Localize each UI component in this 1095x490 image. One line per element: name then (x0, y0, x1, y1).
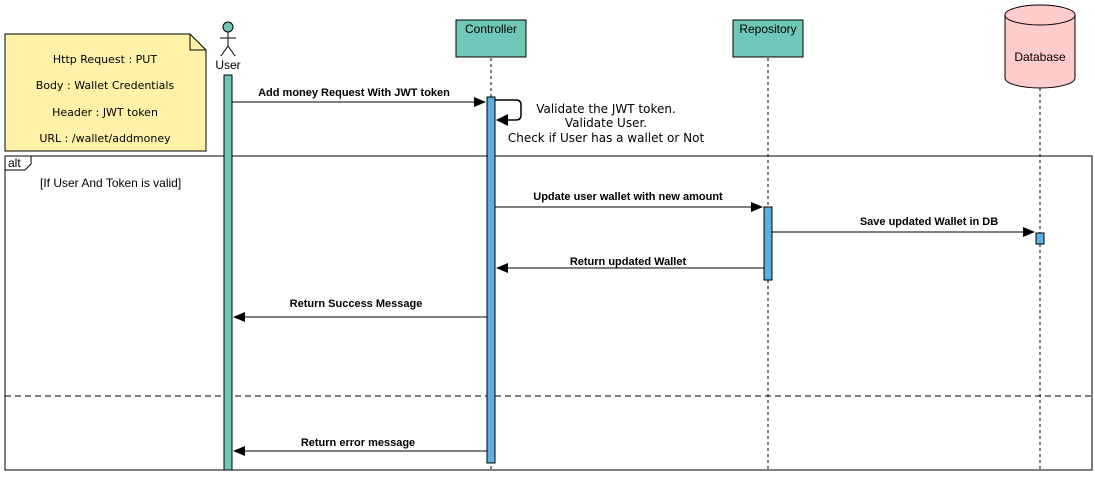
message-label: Update user wallet with new amount (533, 191, 723, 203)
alt-frame-guard: [If User And Token is valid] (40, 176, 181, 190)
repository-activation (763, 206, 773, 281)
user-activation (223, 74, 233, 471)
controller-label: Controller (465, 22, 517, 36)
actor-icon (222, 21, 234, 33)
message-return-error: Return error message (233, 437, 487, 456)
message-label: Return updated Wallet (570, 256, 687, 268)
controller-header: Controller (455, 19, 527, 58)
database-label: Database (1014, 50, 1066, 64)
note-fold (189, 34, 206, 51)
database-icon (1004, 15, 1076, 89)
alt-frame-tag-box (4, 155, 32, 171)
message-return-success: Return Success Message (233, 298, 487, 322)
self-message-line-1: Validate the JWT token. (536, 102, 676, 116)
message-update-wallet: Update user wallet with new amount (495, 191, 763, 212)
message-label: Add money Request With JWT token (258, 87, 450, 99)
repository-label: Repository (739, 22, 796, 36)
message-return-wallet: Return updated Wallet (496, 256, 764, 273)
self-message-line-2: Validate User. (565, 116, 647, 130)
database-activation (1035, 232, 1045, 245)
message-save-wallet: Save updated Wallet in DB (772, 216, 1035, 237)
message-self-validate: Validate the JWT token. Validate User. C… (495, 99, 705, 145)
note-url: URL : /wallet/addmoney (39, 132, 171, 145)
user-label: User (215, 58, 240, 72)
user-actor: User (215, 21, 241, 72)
controller-activation (486, 96, 496, 464)
note-body: Body : Wallet Credentials (36, 79, 175, 92)
message-label: Return error message (301, 437, 415, 449)
message-add-money-request: Add money Request With JWT token (232, 87, 486, 107)
request-note: Http Request : PUT Body : Wallet Credent… (4, 33, 207, 152)
note-http-method: Http Request : PUT (53, 53, 157, 66)
note-header: Header : JWT token (52, 106, 158, 119)
message-label: Save updated Wallet in DB (860, 216, 998, 228)
alt-frame: alt [If User And Token is valid] (4, 155, 1093, 471)
alt-frame-tag: alt (8, 156, 21, 170)
message-label: Return Success Message (290, 298, 423, 310)
database-header: Database (1004, 4, 1076, 89)
self-message-line-3: Check if User has a wallet or Not (508, 131, 705, 145)
repository-header: Repository (732, 19, 804, 58)
